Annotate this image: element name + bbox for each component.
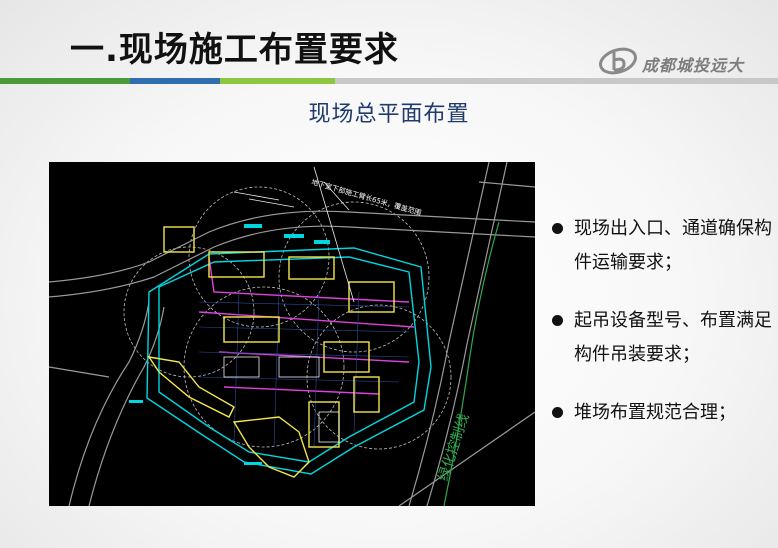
bullet-dot-icon [552,407,563,418]
logo-text: 成都城投远大 [642,56,745,75]
bullet-dot-icon [552,223,563,234]
bullet-text: 起吊设备型号、布置满足构件吊装要求； [574,310,772,365]
plan-road-label: 绿化控制线 [436,412,473,484]
list-item: 现场出入口、通道确保构件运输要求； [552,212,772,280]
bullet-dot-icon [552,315,563,326]
bar-segment-blue [130,78,220,84]
section-subtitle: 现场总平面布置 [308,102,470,127]
list-item: 堆场布置规范合理； [552,396,772,430]
slide-title: 一.现场施工布置要求 [70,30,399,70]
company-logo: 成都城投远大 [598,44,768,80]
bar-segment-grey [335,78,778,84]
bar-segment-lightgreen [220,78,335,84]
title-underline-bar [0,78,778,84]
list-item: 起吊设备型号、布置满足构件吊装要求； [552,304,772,372]
requirement-list: 现场出入口、通道确保构件运输要求； 起吊设备型号、布置满足构件吊装要求； 堆场布… [552,212,772,454]
logo-mark-icon [599,47,637,75]
bullet-text: 堆场布置规范合理； [574,402,736,423]
bullet-text: 现场出入口、通道确保构件运输要求； [574,218,772,273]
site-plan-drawing: 地下室下部施工臂长65米，覆盖范围 绿化控制线 [49,162,535,506]
bar-segment-green [0,78,130,84]
